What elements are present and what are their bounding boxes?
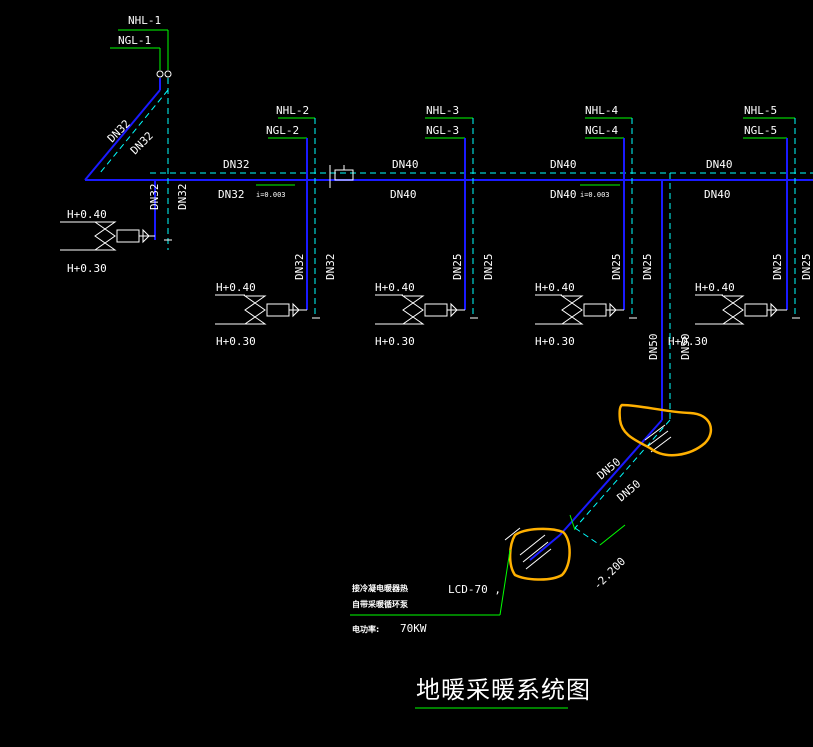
riser-1-ngl-label: NGL-1	[118, 34, 151, 47]
riser-5	[743, 117, 800, 319]
riser-3-dn25-a: DN25	[451, 254, 464, 281]
riser-4-ngl-label: NGL-4	[585, 124, 618, 137]
valve-5-supply-elev: H+0.40	[695, 281, 735, 294]
highlight-circle-upper	[618, 403, 713, 457]
riser-3	[425, 117, 478, 319]
riser-5-nhl-label: NHL-5	[744, 104, 777, 117]
riser-4-dn25-b: DN25	[641, 254, 654, 281]
dn50-diag-label-b: DN50	[615, 477, 644, 504]
valve-2-supply-elev: H+0.40	[216, 281, 256, 294]
riser-2-ngl-label: NGL-2	[266, 124, 299, 137]
riser-1-nhl-label: NHL-1	[128, 14, 161, 27]
riser-1-dn32-label-a: DN32	[105, 117, 133, 145]
equipment-line3-label: 电功率:	[352, 624, 379, 634]
riser-1-dn32-label-d: DN32	[176, 184, 189, 211]
main-seg4-dn40-bottom: DN40	[704, 188, 731, 201]
valve-group-3	[375, 294, 465, 325]
main-seg2-dn40-bottom: DN40	[390, 188, 417, 201]
riser-5-ngl-label: NGL-5	[744, 124, 777, 137]
equipment-line2: 自带采暖循环泵	[352, 599, 408, 609]
riser-3-nhl-label: NHL-3	[426, 104, 459, 117]
dn50-drop-label-a: DN50	[647, 334, 660, 361]
equipment-leader	[350, 549, 511, 616]
dn50-drop-label-b: DN50	[679, 334, 692, 361]
main-seg3-slope: i=0.003	[580, 191, 610, 199]
valve-5-return-elev: H+0.30	[668, 335, 708, 348]
dn50-drop	[529, 173, 671, 561]
riser-4-nhl-label: NHL-4	[585, 104, 618, 117]
highlight-circle-lower	[508, 527, 571, 581]
riser-4-dn25-a: DN25	[610, 254, 623, 281]
valve-group-5	[695, 294, 787, 325]
riser-2	[268, 117, 320, 319]
main-seg2-dn40-top: DN40	[392, 158, 419, 171]
riser-2-dn32-a: DN32	[293, 254, 306, 281]
valve-3-supply-elev: H+0.40	[375, 281, 415, 294]
riser-2-dn32-b: DN32	[324, 254, 337, 281]
riser-1	[84, 29, 172, 250]
dn50-diag-label-a: DN50	[595, 455, 624, 482]
main-fitting	[329, 165, 354, 188]
riser-5-dn25-a: DN25	[771, 254, 784, 281]
valve-2-return-elev: H+0.30	[216, 335, 256, 348]
main-seg4-dn40-top: DN40	[706, 158, 733, 171]
main-seg3-dn40-bottom: DN40	[550, 188, 577, 201]
valve-4-supply-elev: H+0.40	[535, 281, 575, 294]
valve-3-return-elev: H+0.30	[375, 335, 415, 348]
valve-1-return-elev: H+0.30	[67, 262, 107, 275]
equipment-line1: 接冷凝电暖器热	[352, 583, 408, 593]
riser-5-dn25-b: DN25	[800, 254, 813, 281]
main-seg1-dn32-bottom: DN32	[218, 188, 245, 201]
riser-3-dn25-b: DN25	[482, 254, 495, 281]
main-seg1-slope: i=0.003	[256, 191, 286, 199]
valve-1-supply-elev: H+0.40	[67, 208, 107, 221]
riser-1-dn32-label-b: DN32	[128, 129, 156, 157]
riser-4	[585, 117, 637, 319]
valve-group-2	[215, 294, 307, 325]
riser-3-ngl-label: NGL-3	[426, 124, 459, 137]
diagram-title: 地暖采暖系统图	[416, 676, 591, 704]
equipment-power: 70KW	[400, 622, 427, 635]
riser-1-dn32-label-c: DN32	[148, 184, 161, 211]
valve-4-return-elev: H+0.30	[535, 335, 575, 348]
main-seg3-dn40-top: DN40	[550, 158, 577, 171]
underground-elev: -2.200	[591, 555, 628, 592]
equipment-model: LCD-70 ,	[448, 583, 501, 596]
hatch-fitting-lower	[504, 527, 552, 570]
main-seg1-dn32-top: DN32	[223, 158, 250, 171]
valve-group-1	[60, 221, 155, 251]
valve-group-4	[535, 294, 624, 325]
riser-2-nhl-label: NHL-2	[276, 104, 309, 117]
